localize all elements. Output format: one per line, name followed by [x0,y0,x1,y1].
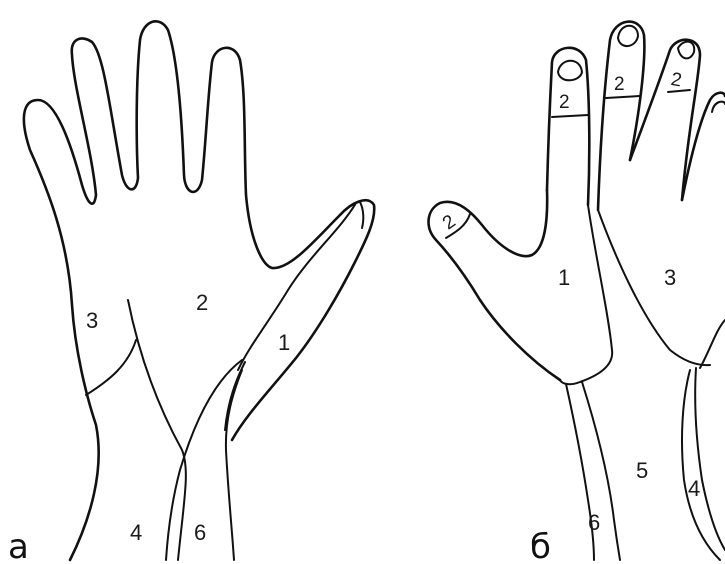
hand-b-middle-nail [618,26,638,46]
panel-b-zone-6: 6 [588,510,600,535]
hand-b-index-nail [558,61,582,81]
hand-b-ring-nail [678,42,694,59]
hand-b-index [547,48,589,205]
panel-a-zone-6: 6 [194,520,206,545]
panel-b-zone-3: 3 [664,265,676,290]
panel-a-zone-3: 3 [86,308,98,333]
panel-a-zone-4: 4 [130,520,142,545]
hand-b-ulnar-edge [700,320,725,368]
hand-b-dorsum-left [560,205,612,384]
hand-b-little-nail [712,102,725,112]
panel-b-zone-5: 5 [636,458,648,483]
hand-a-forearm-right [226,370,242,560]
hand-a-hypothenar-line [86,340,136,395]
panel-a-zone-2: 2 [196,290,208,315]
hand-b-forearm-4 [695,368,725,550]
hand-b-dorsum-division [598,210,710,365]
hand-a-thumb-nail [360,202,363,228]
panel-b-ring-nail-2: 2 [669,69,683,92]
hand-b-middle-nail-line [606,96,640,98]
panel-a-letter: а [8,527,29,564]
hand-b-index-nail-line [552,115,588,117]
panel-a-zone-1: 1 [278,330,290,355]
panel-b-zone-4: 4 [688,476,700,501]
hand-a-thumb-inner [238,203,356,370]
panel-b-letter: б [530,527,551,564]
panel-a-palmar-hand: 1 2 3 4 6 а [8,21,374,564]
hand-b-ring [630,40,700,200]
panel-b-index-nail-2: 2 [559,92,570,113]
hand-b-forearm-3 [682,370,720,560]
panel-b-middle-nail-2: 2 [614,74,625,95]
panel-b-zone-1: 1 [558,265,570,290]
hand-b-middle [598,22,644,210]
panel-b-dorsal-hand: 1 3 5 4 6 2 2 2 2 б [429,22,725,564]
hand-a-outline [24,21,340,560]
